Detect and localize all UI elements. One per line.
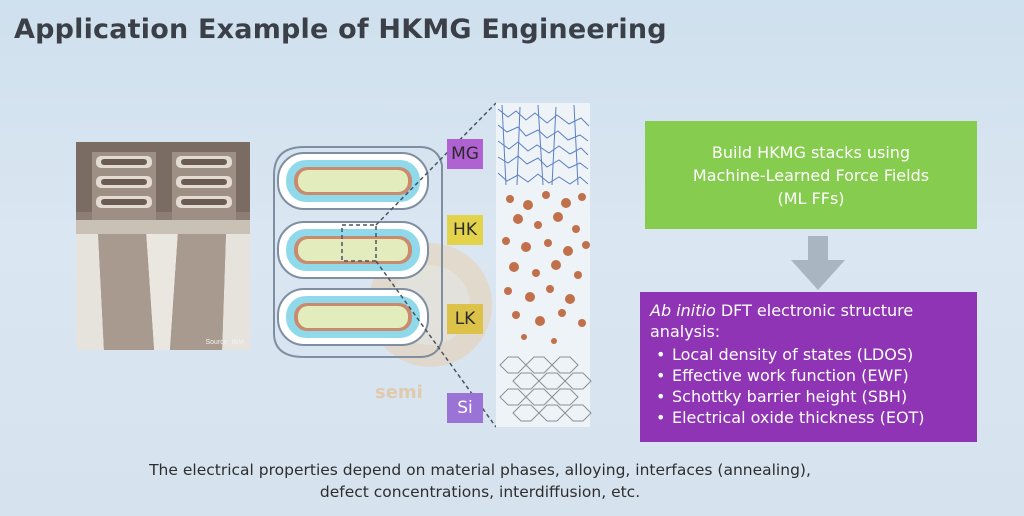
tem-micrograph-drawing: [76, 142, 250, 350]
nanosheet-2: [277, 221, 429, 279]
dft-bullet-item: Local density of states (LDOS): [650, 344, 967, 365]
dft-bullet-item: Effective work function (EWF): [650, 365, 967, 386]
slide-title: Application Example of HKMG Engineering: [14, 14, 667, 45]
down-arrow-icon: [791, 236, 845, 290]
ml-ff-line-2: Machine-Learned Force Fields: [692, 165, 930, 185]
tem-source-label: Source: IBM: [205, 339, 244, 346]
dft-heading: Ab initio DFT electronic structure: [650, 300, 967, 321]
atomistic-model: [496, 103, 592, 427]
dft-analysis-box: Ab initio DFT electronic structure analy…: [640, 292, 977, 442]
dft-bullet-list: Local density of states (LDOS) Effective…: [650, 344, 967, 428]
layer-tag-hk: HK: [447, 215, 483, 245]
caption-line-2: defect concentrations, interdiffusion, e…: [319, 483, 641, 501]
ml-ff-box: Build HKMG stacks using Machine-Learned …: [645, 121, 977, 229]
hkmg-stack-diagram: [273, 102, 592, 428]
nanosheet-3: [277, 288, 429, 346]
layer-tag-si: Si: [447, 393, 483, 423]
layer-tag-mg: MG: [447, 139, 483, 169]
nanosheet-1: [277, 152, 429, 210]
dft-heading-rest: DFT electronic structure: [715, 301, 914, 320]
layer-tag-lk: LK: [447, 304, 483, 334]
ml-ff-line-3: (ML FFs): [777, 188, 845, 208]
watermark-text: semi: [375, 382, 423, 403]
dft-heading-line2: analysis:: [650, 322, 721, 341]
caption-line-1: The electrical properties depend on mate…: [149, 461, 811, 479]
slide-caption: The electrical properties depend on mate…: [60, 459, 900, 503]
dft-heading-italic: Ab initio: [650, 301, 716, 320]
dft-bullet-item: Schottky barrier height (SBH): [650, 386, 967, 407]
ml-ff-line-1: Build HKMG stacks using: [711, 142, 911, 162]
dft-bullet-item: Electrical oxide thickness (EOT): [650, 407, 967, 428]
tem-micrograph: Source: IBM: [76, 142, 250, 350]
